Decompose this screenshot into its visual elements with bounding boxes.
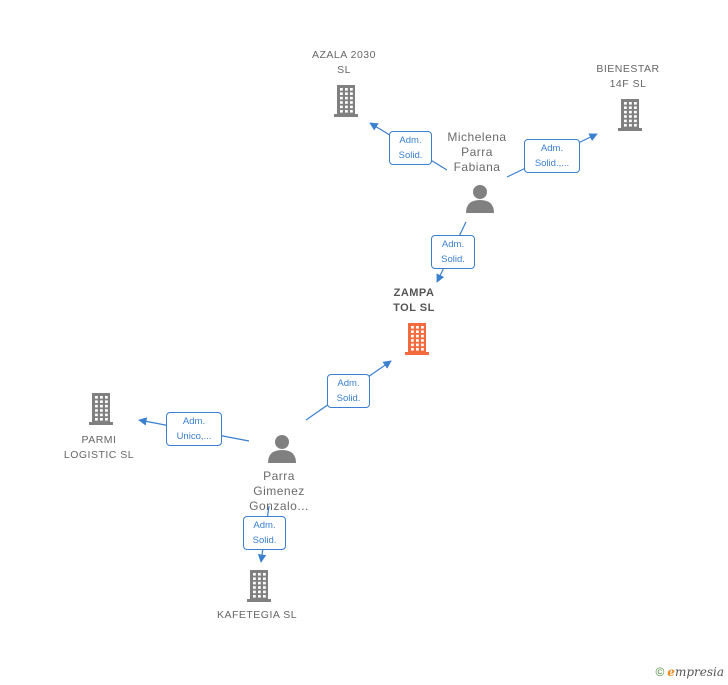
edge-label-line: Adm. xyxy=(399,135,422,146)
node-label-line: SL xyxy=(337,64,351,76)
edge-label-line: Solid. xyxy=(252,535,277,546)
building-icon-parmi[interactable] xyxy=(89,393,113,425)
edge-label-parra-to-kafetegia[interactable]: Adm. Solid. xyxy=(243,516,286,550)
node-label-line: Gonzalo... xyxy=(249,499,309,513)
building-icon-zampa[interactable] xyxy=(405,323,429,355)
node-label-zampa[interactable]: ZAMPA TOL SL xyxy=(364,286,464,316)
edge-label-line: Solid. xyxy=(398,150,423,161)
edge-label-line: Adm. xyxy=(253,520,276,531)
node-label-line: Fabiana xyxy=(453,160,501,174)
edge-label-line: Adm. xyxy=(441,239,465,250)
node-label-line: BIENESTAR xyxy=(596,63,660,75)
node-label-line: KAFETEGIA SL xyxy=(216,609,298,621)
copyright-icon: © xyxy=(655,665,665,679)
edge-label-line: Adm. xyxy=(540,143,564,154)
edge-label-line: Solid.,... xyxy=(534,158,570,169)
node-label-line: LOGISTIC SL xyxy=(63,449,135,461)
brand-mark[interactable]: ©empresia xyxy=(655,665,724,679)
node-label-kafetegia[interactable]: KAFETEGIA SL xyxy=(187,608,327,623)
edge-label-michelena-to-bienestar[interactable]: Adm. Solid.,... xyxy=(524,139,580,173)
building-icon-bienestar[interactable] xyxy=(618,99,642,131)
building-icon-azala[interactable] xyxy=(334,85,358,117)
edge-label-line: Solid. xyxy=(336,393,361,404)
edges-layer xyxy=(138,122,598,563)
node-label-line: ZAMPA xyxy=(393,287,435,299)
person-icon-michelena[interactable] xyxy=(466,185,494,213)
icons-layer xyxy=(89,85,642,602)
edge-label-michelena-to-zampa[interactable]: Adm. Solid. xyxy=(431,235,475,269)
edge-label-parra-to-parmi[interactable]: Adm. Unico,... xyxy=(166,412,222,446)
node-label-line: 14F SL xyxy=(609,78,647,90)
node-label-parmi[interactable]: PARMI LOGISTIC SL xyxy=(44,433,154,463)
brand-logo-letter: e xyxy=(667,665,675,679)
edge-label-line: Solid. xyxy=(441,254,465,265)
node-label-line: Gimenez xyxy=(253,484,305,498)
node-label-line: PARMI xyxy=(81,434,117,446)
building-icon-kafetegia[interactable] xyxy=(247,570,271,602)
node-label-line: Parra xyxy=(461,145,493,159)
edge-label-michelena-to-azala[interactable]: Adm. Solid. xyxy=(389,131,432,165)
edge-label-parra-to-zampa[interactable]: Adm. Solid. xyxy=(327,374,370,408)
edge-label-line: Adm. xyxy=(337,378,360,389)
brand-name: mpresia xyxy=(674,665,724,679)
node-label-line: Michelena xyxy=(447,130,507,144)
person-icon-parra[interactable] xyxy=(268,435,296,463)
node-label-line: TOL SL xyxy=(393,302,435,314)
node-label-line: AZALA 2030 xyxy=(312,49,376,61)
node-label-line: Parra xyxy=(263,469,295,483)
edge-label-line: Adm. xyxy=(182,416,206,427)
edge-label-line: Unico,... xyxy=(176,431,212,442)
node-label-bienestar[interactable]: BIENESTAR 14F SL xyxy=(573,62,683,92)
